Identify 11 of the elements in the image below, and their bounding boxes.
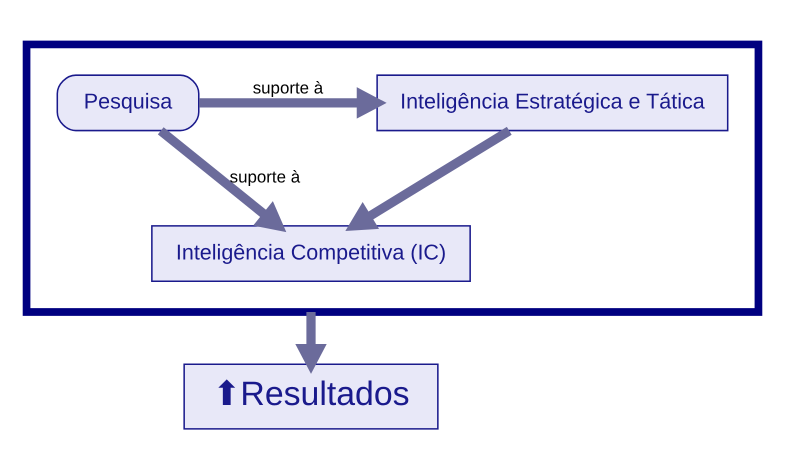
arrow: [158, 127, 286, 232]
node-box: ⬆Resultados: [183, 364, 439, 430]
node-box: Pesquisa: [56, 74, 200, 132]
arrow: [199, 87, 387, 119]
edge-label: suporte à: [230, 168, 300, 187]
arrow: [345, 126, 512, 232]
arrow: [295, 312, 327, 374]
edge-label: suporte à: [252, 78, 324, 98]
cluster: [22, 40, 762, 316]
node-box: Inteligência Estratégica e Tática: [376, 74, 728, 132]
node-box: Inteligência Competitiva (IC): [151, 225, 471, 282]
